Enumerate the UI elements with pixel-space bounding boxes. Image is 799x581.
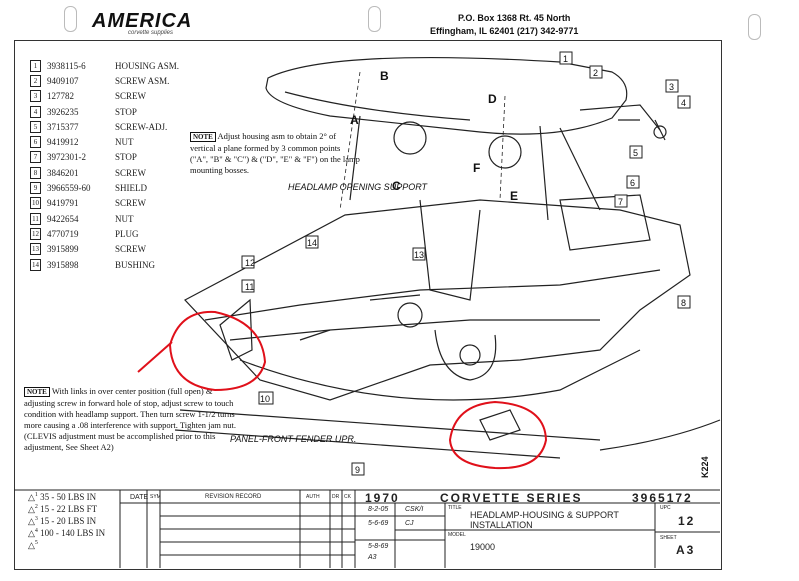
col-revision: REVISION RECORD [205,494,262,500]
note-stop-adjust: NOTE With links in over center position … [24,386,236,453]
note-text: Adjust housing asm to obtain 2° of verti… [190,131,360,175]
dr-date: 8-2-05 [368,506,389,513]
callout-8: 8 [681,298,686,308]
callout-3: 3 [669,82,674,92]
torque-row: △5 [28,540,38,550]
col-date: DATE [130,494,149,501]
support-label: HEADLAMP OPENING SUPPORT [288,182,429,192]
headlamp-support [184,199,691,401]
note-tag: NOTE [190,132,216,142]
callout-11: 11 [245,282,254,292]
upc-label: UPC [660,505,671,511]
torque-row: △2 15 - 22 LBS FT [28,504,98,514]
torque-row: △1 35 - 50 LBS IN [28,492,97,502]
housing-assembly [265,56,628,135]
note-tag: NOTE [24,387,50,397]
drawing-border [14,40,722,570]
col-dr: DR [332,494,340,500]
binder-hole [64,6,77,32]
ck-date: 5-6-69 [368,520,389,527]
callout-14: 14 [307,238,317,248]
callout-4: 4 [681,98,686,108]
model-label: MODEL [448,532,466,538]
callout-5: 5 [633,148,638,158]
part-number: 3965172 [632,491,693,505]
series: CORVETTE SERIES [440,491,583,505]
torque-legend: △1 35 - 50 LBS IN △2 15 - 22 LBS FT △3 1… [28,490,105,550]
callout-2: 2 [593,68,598,78]
col-ck: CK [344,494,351,500]
address-line-1: P.O. Box 1368 Rt. 45 North [458,13,571,23]
torque-row: △3 15 - 20 LBS IN [28,516,97,526]
callout-13: 13 [414,250,424,260]
point-label-e: E [510,189,518,203]
title-label: TITLE [448,505,462,511]
callout-10: 10 [260,394,270,404]
year: 1970 [365,491,400,505]
point-label-a: A [350,113,359,127]
binder-hole [368,6,381,32]
red-marker-tail [137,341,173,373]
note-housing-adjust: NOTE Adjust housing asm to obtain 2° of … [190,131,360,176]
torque-row: △4 100 - 140 LBS IN [28,528,106,538]
logo-subtitle: corvette supplies [128,30,174,36]
upc-number: 12 [678,514,696,528]
col-auth: AUTH [306,494,320,500]
k224-label: K224 [700,456,710,478]
ecr-date: 5-8-69 [368,543,389,550]
model-number: 19000 [470,542,496,552]
callout-6: 6 [630,178,635,188]
dr-initials: CSK/I [405,506,424,513]
point-label-b: B [380,69,389,83]
logo-text: AMERICA [92,10,193,32]
address-line-2: Effingham, IL 62401 (217) 342-9771 [430,26,579,36]
red-marker-right [448,400,548,470]
callout-1: 1 [563,54,568,64]
callout-12: 12 [245,258,255,268]
drawing-title: HEADLAMP-HOUSING & SUPPORT INSTALLATION [470,510,619,530]
point-label-f: F [473,161,480,175]
ecr-code: A3 [368,554,377,561]
point-label-d: D [488,92,497,106]
note-text: With links in over center position (full… [24,386,236,452]
callout-7: 7 [618,197,623,207]
red-marker-left [168,310,267,392]
sheet-label: SHEET [660,535,677,541]
fender-label: PANEL-FRONT FENDER UPR. [230,434,356,444]
ck-initials: CJ [405,520,414,527]
point-label-c: C [392,179,401,193]
binder-hole [748,14,761,40]
callout-9: 9 [355,465,360,475]
sheet-number: A3 [676,543,696,557]
col-sym: SYM [150,494,161,500]
